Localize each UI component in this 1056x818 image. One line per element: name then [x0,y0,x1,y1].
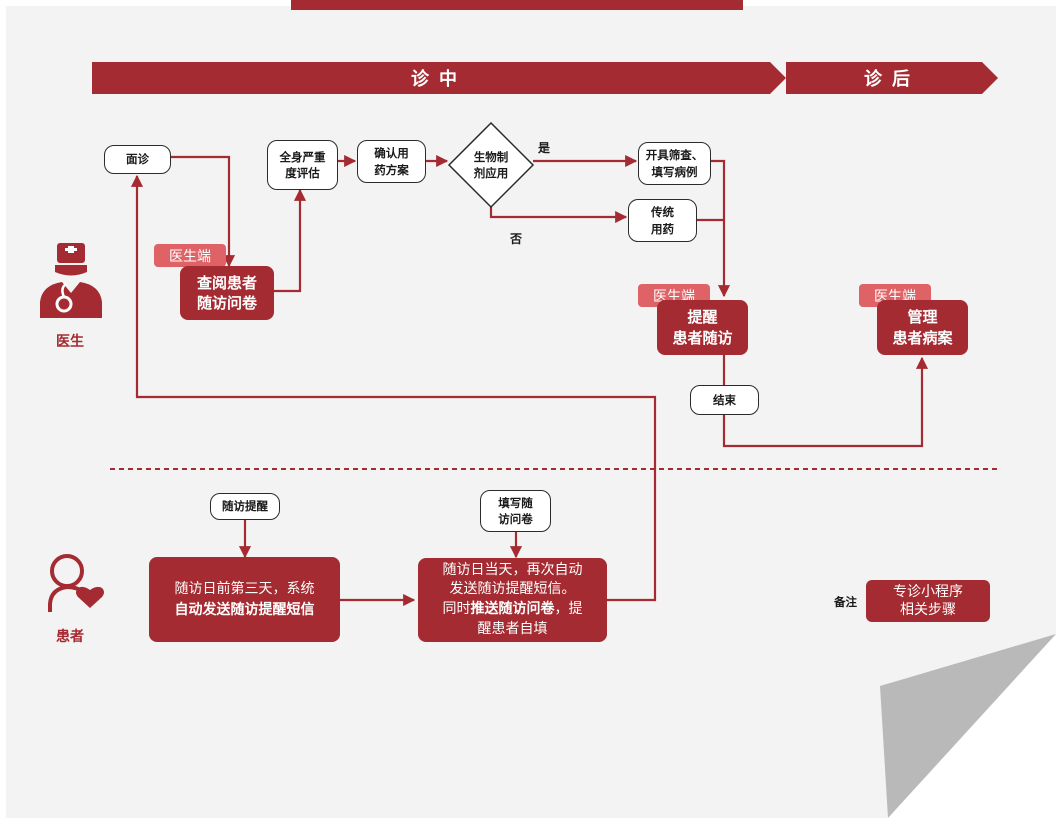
decision-diamond [447,121,535,209]
decision-line1: 生物制 [473,149,509,164]
node-severity-line1: 全身严重 [279,149,326,164]
action-day-line3-c: ，提 [554,601,583,617]
action-review-questionnaire: 查阅患者随访问卷 [180,266,274,320]
action-remind-line1: 提醒 [687,308,718,327]
legend-box-line1: 专诊小程序 [893,583,963,600]
header-tab [291,0,743,10]
node-followup-reminder: 随访提醒 [210,493,280,520]
action-sms-line2: 自动发送随访提醒短信 [174,601,315,618]
arrow-review-to-severity [274,188,307,293]
patient-icon [48,554,104,612]
arrow-no-to-traditional [489,207,628,224]
node-confirm-medication: 确认用药方案 [357,140,426,183]
node-screening-records: 开具筛查、填写病例 [638,142,711,185]
tag-doctor-side-review: 医生端 [154,244,226,267]
decision-line2: 剂应用 [473,166,509,180]
arrow-screening-to-remind [711,159,731,298]
node-end: 结束 [690,385,759,415]
node-confirm-line1: 确认用 [374,146,409,161]
doctor-icon [40,243,102,318]
node-traditional-line2: 用药 [651,221,674,236]
role-patient-label: 患者 [56,629,84,645]
node-fill-line2: 访问卷 [498,512,533,526]
action-remind-line2: 患者随访 [672,328,733,347]
action-day-line3-b: 推送随访问卷 [470,601,555,617]
node-severity-line2: 度评估 [285,166,320,180]
node-traditional-line1: 传统 [651,205,674,220]
action-manage-line2: 患者病案 [892,328,953,347]
phase-during-label: 诊中 [411,69,467,90]
node-severity-assessment: 全身严重度评估 [267,140,338,190]
node-traditional-medication: 传统用药 [628,199,697,242]
decision-no-label: 否 [510,232,523,246]
action-followup-day: 随访日当天，再次自动发送随访提醒短信。同时推送随访问卷，提醒患者自填 [418,558,607,642]
action-day-line1: 随访日当天，再次自动 [442,561,583,578]
node-face-consultation: 面诊 [104,145,171,174]
flow-connectors [130,154,929,607]
arrow-day-to-face [130,174,657,602]
action-review-line2: 随访问卷 [196,294,257,312]
legend-mini-program-box: 专诊小程序相关步骤 [866,580,990,622]
phase-band-during: 诊中 [92,62,786,94]
node-fill-line1: 填写随 [498,495,533,510]
node-followup-reminder-text: 随访提醒 [222,499,268,514]
arrow-end-to-manage [722,356,929,448]
action-sms-line1: 随访日前第三天，系统 [174,581,315,598]
node-end-text: 结束 [713,392,736,407]
node-screening-line2: 填写病例 [651,164,698,179]
decision-biologic-text: 生物制剂应用 [459,140,523,190]
node-fill-questionnaire: 填写随访问卷 [480,490,551,532]
action-day-line2: 发送随访提醒短信。 [449,581,576,598]
node-confirm-line2: 药方案 [374,162,409,177]
phase-after-label: 诊后 [864,69,920,90]
node-screening-line1: 开具筛查、 [645,148,704,163]
node-face-consultation-text: 面诊 [126,152,149,167]
arrow-face-to-review [171,155,236,268]
action-review-line1: 查阅患者 [196,273,257,292]
phase-band-after: 诊后 [786,62,998,94]
action-manage-line1: 管理 [907,308,938,327]
action-auto-sms: 随访日前第三天，系统自动发送随访提醒短信 [149,557,340,642]
action-day-line4: 醒患者自填 [477,620,548,637]
action-remind-followup: 提醒患者随访 [657,300,748,355]
action-manage-records: 管理患者病案 [877,300,968,355]
action-day-line3-a: 同时 [442,601,471,617]
legend-note-label: 备注 [834,595,857,609]
legend-box-line2: 相关步骤 [900,602,956,618]
action-day-line3: 同时推送随访问卷，提 [443,600,583,620]
page-curl [880,634,1056,818]
decision-yes-label: 是 [538,141,551,155]
role-doctor-label: 医生 [56,334,84,350]
